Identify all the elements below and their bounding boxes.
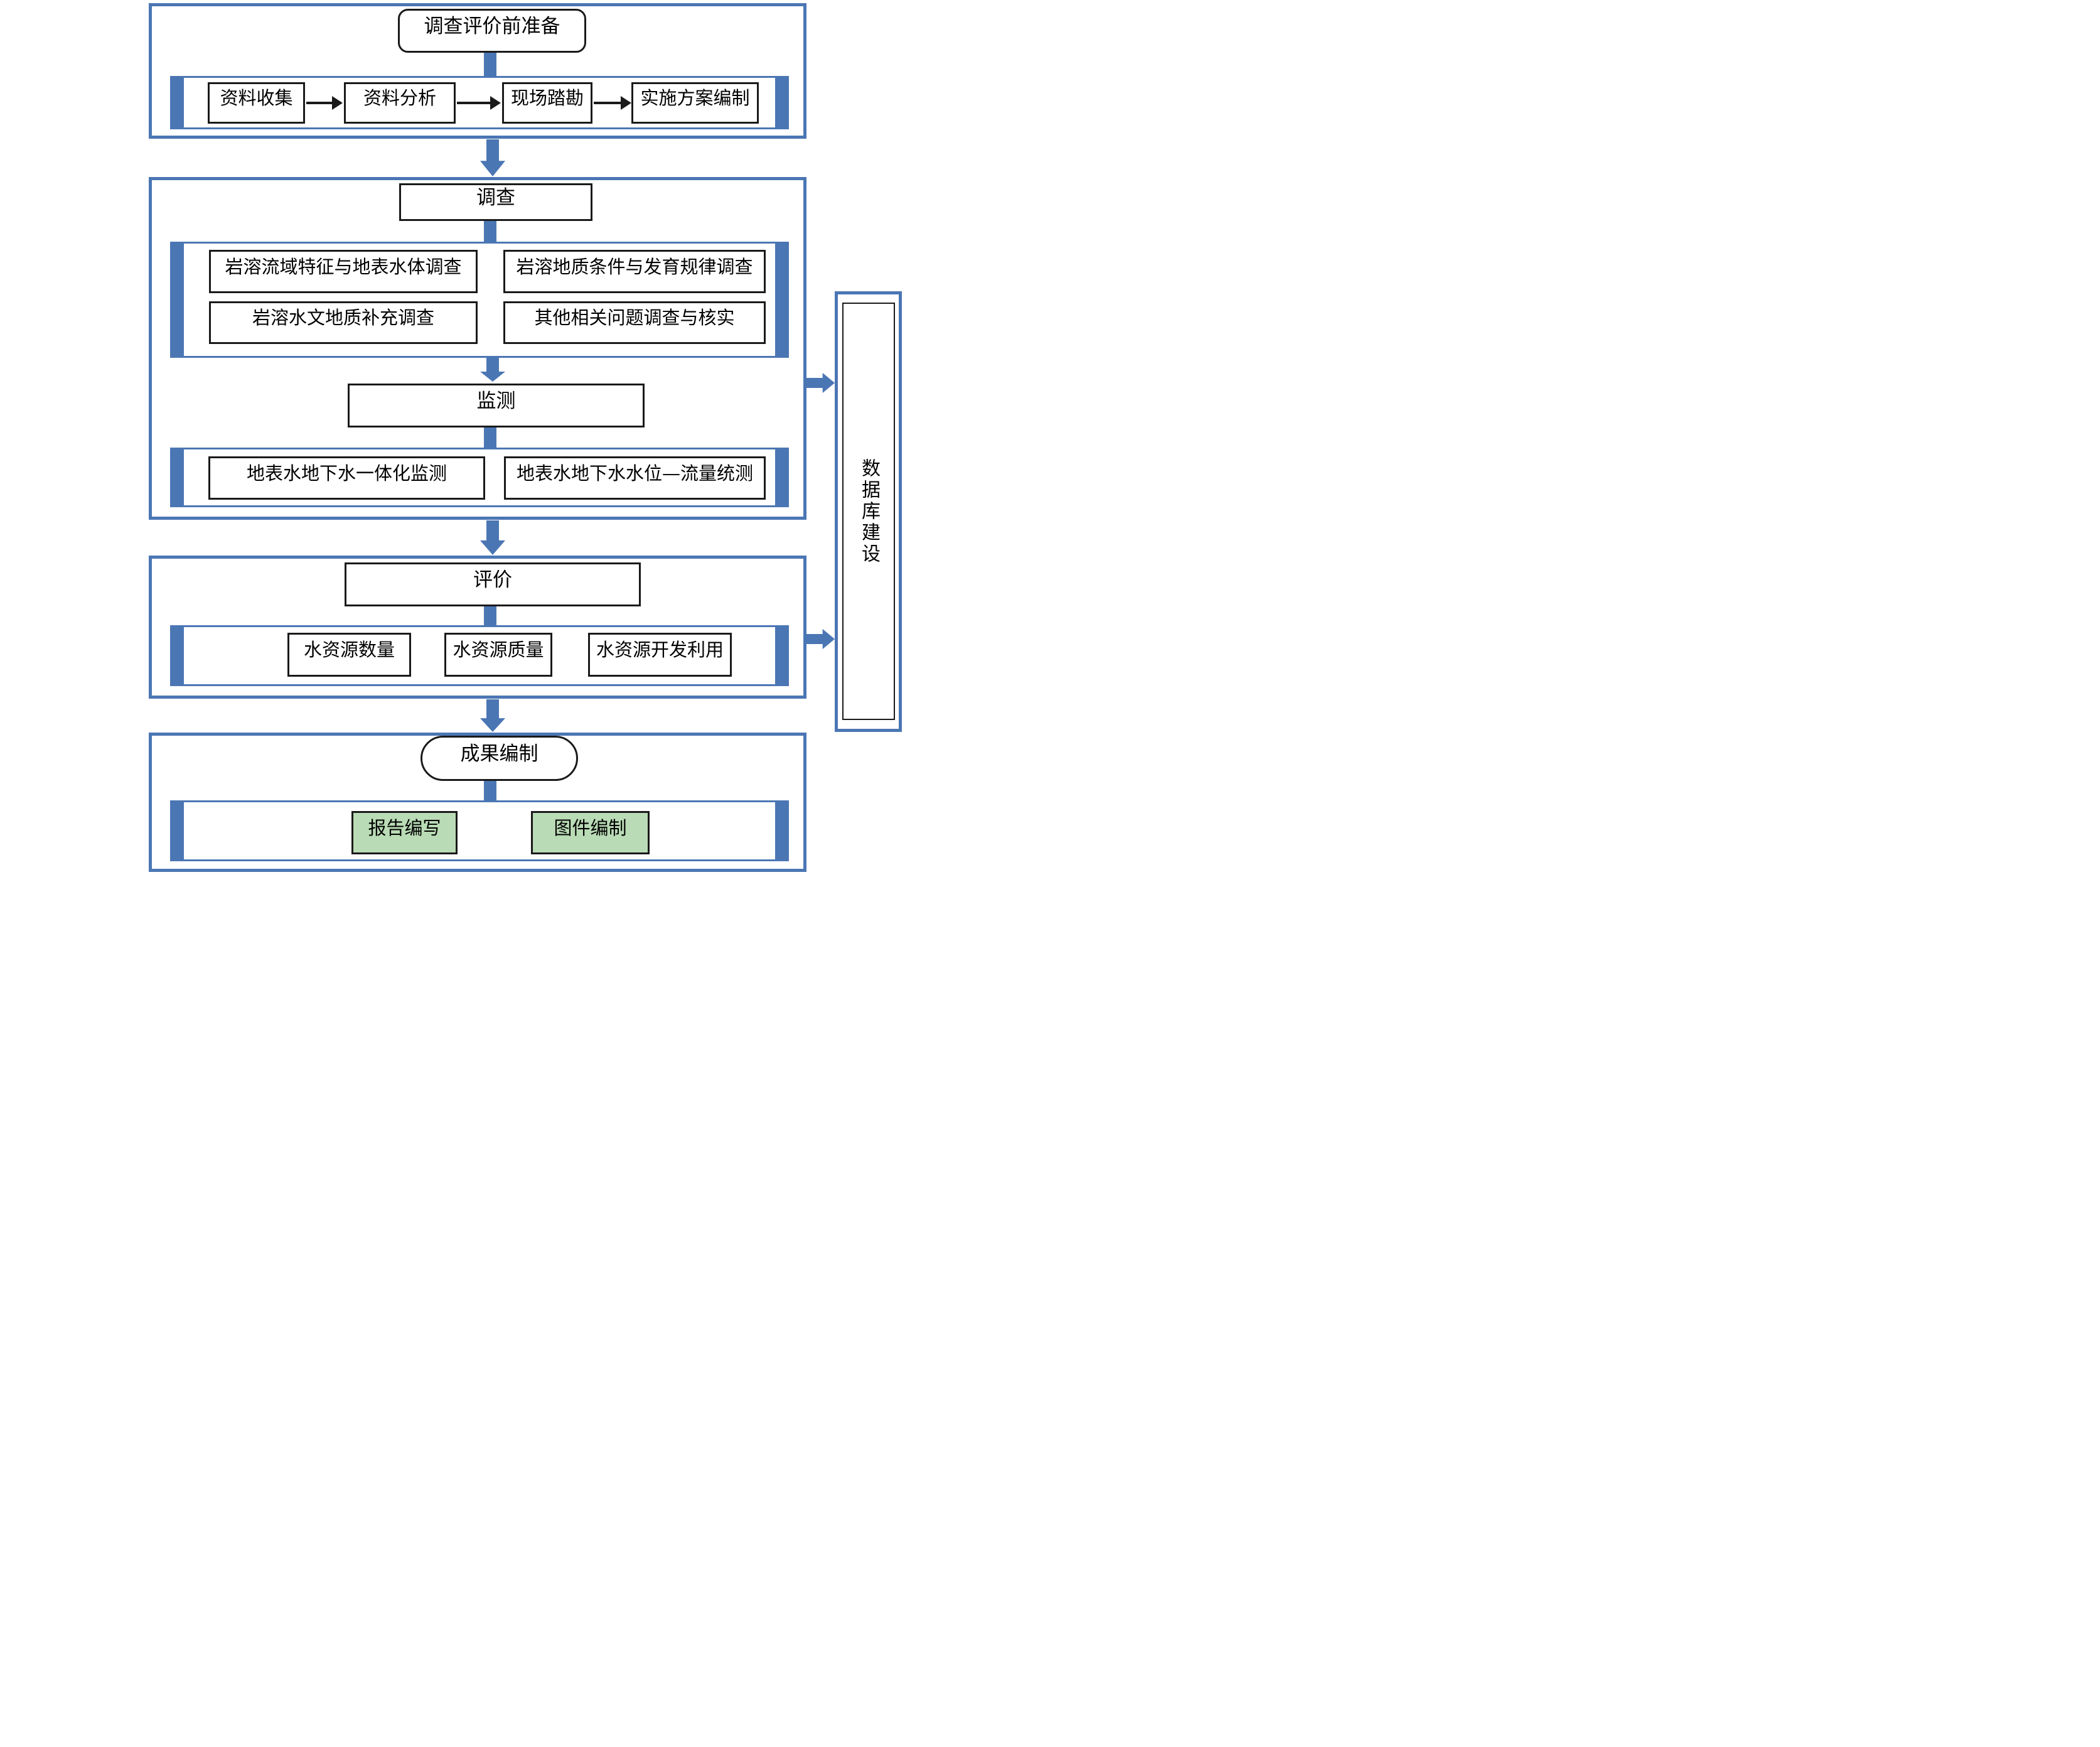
result-box-label: 图件编制 — [554, 817, 627, 839]
node-preparation-title: 调查评价前准备 — [398, 9, 586, 53]
node-preparation-title-label: 调查评价前准备 — [424, 14, 560, 38]
band-bar-icon — [775, 802, 787, 859]
node-survey-title-label: 调查 — [476, 186, 515, 209]
band-bar-icon — [172, 449, 184, 505]
band-bar-icon — [775, 627, 787, 684]
monitor-box-label: 地表水地下水水位—流量统测 — [516, 462, 753, 484]
band-bar-icon — [775, 449, 787, 505]
result-box-label: 报告编写 — [368, 817, 441, 839]
band-bar-icon — [775, 78, 787, 127]
node-step-implementation-plan: 实施方案编制 — [631, 82, 759, 124]
node-monitoring-integrated: 地表水地下水一体化监测 — [208, 456, 485, 500]
connector-evaluation-to-band — [484, 606, 496, 625]
monitor-box-label: 地表水地下水一体化监测 — [246, 462, 447, 484]
node-map-compilation: 图件编制 — [531, 811, 650, 854]
node-evaluation-title-label: 评价 — [473, 568, 512, 591]
survey-box-label: 其他相关问题调查与核实 — [534, 307, 735, 329]
node-step-site-reconnaissance: 现场踏勘 — [502, 82, 592, 124]
eval-box-label: 水资源数量 — [303, 639, 395, 661]
node-survey-hydrogeology-supplement: 岩溶水文地质补充调查 — [209, 301, 478, 344]
node-survey-karst-basin: 岩溶流域特征与地表水体调查 — [209, 250, 478, 293]
connector-prep-title-to-band — [484, 53, 496, 77]
node-results-title: 成果编制 — [421, 736, 578, 781]
flow-arrow-down-icon — [480, 139, 505, 176]
flow-arrow-down-icon — [480, 699, 505, 732]
step-label: 资料收集 — [220, 87, 293, 109]
flowchart-canvas: 调查评价前准备 资料收集 资料分析 现场踏勘 实施方案编制 调查 岩溶流域特征与… — [0, 0, 1050, 874]
node-database-construction: 数据库建设 — [842, 303, 895, 720]
eval-box-label: 水资源开发利用 — [596, 639, 724, 661]
node-report-writing: 报告编写 — [351, 811, 458, 854]
step-label: 现场踏勘 — [510, 87, 584, 109]
band-bar-icon — [172, 244, 184, 356]
node-survey-geologic-conditions: 岩溶地质条件与发育规律调查 — [503, 250, 766, 293]
band-bar-icon — [172, 78, 184, 127]
flow-arrow-down-icon — [480, 520, 505, 555]
node-monitoring-level-flow: 地表水地下水水位—流量统测 — [504, 456, 766, 500]
node-step-data-collection: 资料收集 — [208, 82, 305, 124]
eval-box-label: 水资源质量 — [453, 639, 544, 661]
step-arrow-right-icon — [306, 96, 343, 110]
node-survey-title: 调查 — [399, 183, 592, 221]
step-arrow-right-icon — [457, 96, 501, 110]
step-arrow-right-icon — [594, 96, 631, 110]
node-evaluation-title: 评价 — [345, 562, 641, 606]
connector-monitoring-to-band — [484, 427, 496, 448]
connector-results-to-band — [484, 781, 496, 800]
node-eval-development-use: 水资源开发利用 — [588, 633, 732, 677]
node-results-title-label: 成果编制 — [460, 742, 538, 765]
band-bar-icon — [172, 802, 184, 859]
node-monitoring-title: 监测 — [348, 384, 645, 427]
node-step-data-analysis: 资料分析 — [344, 82, 456, 124]
survey-box-label: 岩溶地质条件与发育规律调查 — [516, 255, 753, 277]
step-label: 实施方案编制 — [640, 87, 750, 109]
band-results-boxes — [170, 800, 789, 861]
node-eval-quality: 水资源质量 — [444, 633, 552, 677]
flow-arrow-right-icon — [806, 629, 835, 649]
band-bar-icon — [172, 627, 184, 684]
node-eval-quantity: 水资源数量 — [287, 633, 411, 677]
node-monitoring-title-label: 监测 — [476, 389, 516, 412]
connector-survey-title-to-band — [484, 221, 496, 242]
flow-arrow-right-icon — [806, 373, 835, 393]
survey-box-label: 岩溶流域特征与地表水体调查 — [225, 255, 462, 277]
survey-box-label: 岩溶水文地质补充调查 — [252, 307, 434, 329]
step-label: 资料分析 — [363, 87, 436, 109]
band-bar-icon — [775, 244, 787, 356]
database-label: 数据库建设 — [858, 458, 880, 565]
node-survey-other-issues: 其他相关问题调查与核实 — [503, 301, 766, 344]
